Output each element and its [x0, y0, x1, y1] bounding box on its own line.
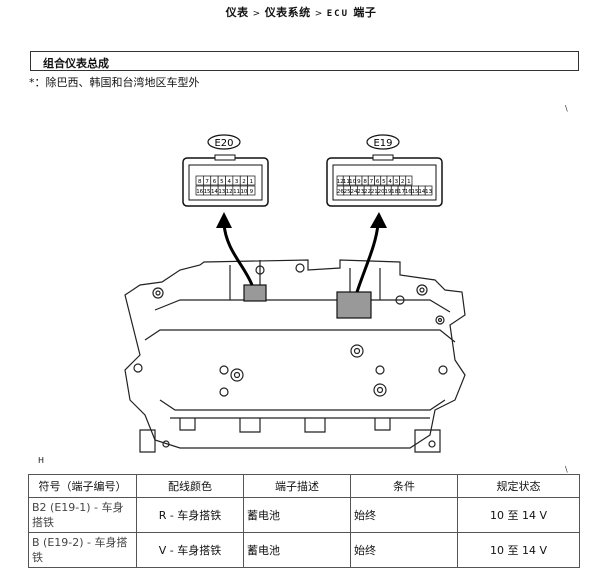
connector-pin-number: 11 [233, 189, 240, 195]
connector-pin-number: 2 [242, 179, 246, 185]
connector-pin-number: 25 [344, 189, 351, 195]
connector-pin-number: 10 [349, 179, 356, 185]
connector-pin-number: 5 [220, 179, 224, 185]
connector-pin-number: 14 [211, 189, 218, 195]
connector-pin-number: 6 [376, 179, 380, 185]
col-header-spec: 规定状态 [457, 474, 580, 498]
connector-pin-number: 13 [218, 189, 225, 195]
connector-e19-label: E19 [373, 138, 392, 149]
connector-pin-number: 1 [407, 179, 411, 185]
connector-pin-number: 10 [240, 189, 247, 195]
connector-pin-number: 26 [337, 189, 344, 195]
breadcrumb-separator: > [252, 9, 261, 19]
connector-pin-number: 2 [401, 179, 405, 185]
tick-mark: \ [565, 104, 568, 113]
terminal-spec-table: 符号（端子编号） 配线颜色 端子描述 条件 规定状态 B2 (E19-1) - … [28, 474, 580, 568]
connector-pin-number: 13 [425, 189, 432, 195]
connector-pin-number: 24 [350, 189, 357, 195]
cell-spec: 10 至 14 V [457, 497, 580, 533]
table-row: B2 (E19-1) - 车身搭铁 R - 车身搭铁 蓄电池 始终 10 至 1… [28, 497, 580, 533]
connector-pin-cell [247, 175, 256, 186]
connector-pin-number: 21 [371, 189, 378, 195]
connector-pin-number: 16 [405, 189, 412, 195]
connector-pin-number: 14 [418, 189, 425, 195]
connector-pin-number: 7 [205, 179, 209, 185]
table-row: B (E19-2) - 车身搭铁 V - 车身搭铁 蓄电池 始终 10 至 14… [28, 532, 580, 568]
connector-pin-number: 12 [337, 179, 344, 185]
connector-pin-number: 3 [395, 179, 399, 185]
connector-pin-cell [405, 175, 413, 186]
connector-e20-label: E20 [214, 138, 233, 149]
cell-terminal-desc: 蓄电池 [243, 497, 351, 533]
cell-terminal-desc: 蓄电池 [243, 532, 351, 568]
connector-pin-number: 19 [384, 189, 391, 195]
cell-symbol: B (E19-2) - 车身搭铁 [28, 532, 137, 568]
col-header-symbol: 符号（端子编号） [28, 474, 137, 498]
breadcrumb: 仪表>仪表系统>ECU 端子 [0, 4, 602, 20]
connector-pin-number: 20 [378, 189, 385, 195]
connector-arrow-e20 [216, 212, 254, 286]
connector-pin-number: 12 [226, 189, 233, 195]
col-header-wire-color: 配线颜色 [136, 474, 244, 498]
tick-mark: \ [565, 465, 568, 474]
connector-pin-number: 4 [227, 179, 231, 185]
connector-pin-number: 23 [357, 189, 364, 195]
connector-pin-number: 5 [382, 179, 386, 185]
col-header-condition: 条件 [350, 474, 458, 498]
cell-wire-color: V - 车身搭铁 [136, 532, 244, 568]
connector-pin-number: 22 [364, 189, 371, 195]
connector-pin-number: 7 [370, 179, 374, 185]
connector-pin-number: 16 [196, 189, 203, 195]
connector-pin-number: 18 [391, 189, 398, 195]
connector-pin-number: 15 [204, 189, 211, 195]
region-note: *：除巴西、韩国和台湾地区车型外 [29, 76, 200, 89]
connector-pin-number: 4 [388, 179, 392, 185]
connector-pin-number: 3 [235, 179, 239, 185]
socket-e19 [336, 291, 372, 319]
connector-pin-cell [247, 185, 256, 196]
connector-pin-cell [424, 185, 433, 196]
breadcrumb-item-ecu: ECU [326, 9, 349, 19]
cell-symbol: B2 (E19-1) - 车身搭铁 [28, 497, 137, 533]
cell-condition: 始终 [350, 497, 458, 533]
meter-housing [124, 259, 466, 453]
cell-wire-color: R - 车身搭铁 [136, 497, 244, 533]
connector-pin-number: 9 [357, 179, 361, 185]
connector-pin-number: 8 [363, 179, 367, 185]
connector-pin-number: 8 [198, 179, 202, 185]
connector-pin-number: 15 [412, 189, 419, 195]
breadcrumb-separator: > [314, 9, 323, 19]
section-title: 组合仪表总成 [43, 57, 109, 70]
connector-arrow-e19 [355, 212, 387, 293]
breadcrumb-item-instrument-system[interactable]: 仪表系统 [264, 6, 311, 19]
socket-e20 [243, 284, 267, 302]
figure-corner-mark: H [38, 456, 45, 465]
cell-spec: 10 至 14 V [457, 532, 580, 568]
col-header-terminal-desc: 端子描述 [243, 474, 351, 498]
connector-pin-number: 17 [398, 189, 405, 195]
breadcrumb-item-instrument[interactable]: 仪表 [225, 6, 249, 19]
connector-pin-number: 9 [250, 189, 254, 195]
cell-condition: 始终 [350, 532, 458, 568]
connector-pin-number: 11 [343, 179, 350, 185]
table-header-row: 符号（端子编号） 配线颜色 端子描述 条件 规定状态 [28, 474, 580, 498]
connector-pin-number: 6 [213, 179, 217, 185]
breadcrumb-item-terminal: 端子 [353, 6, 377, 19]
section-header: 组合仪表总成 [30, 51, 579, 71]
connector-pin-number: 1 [250, 179, 254, 185]
